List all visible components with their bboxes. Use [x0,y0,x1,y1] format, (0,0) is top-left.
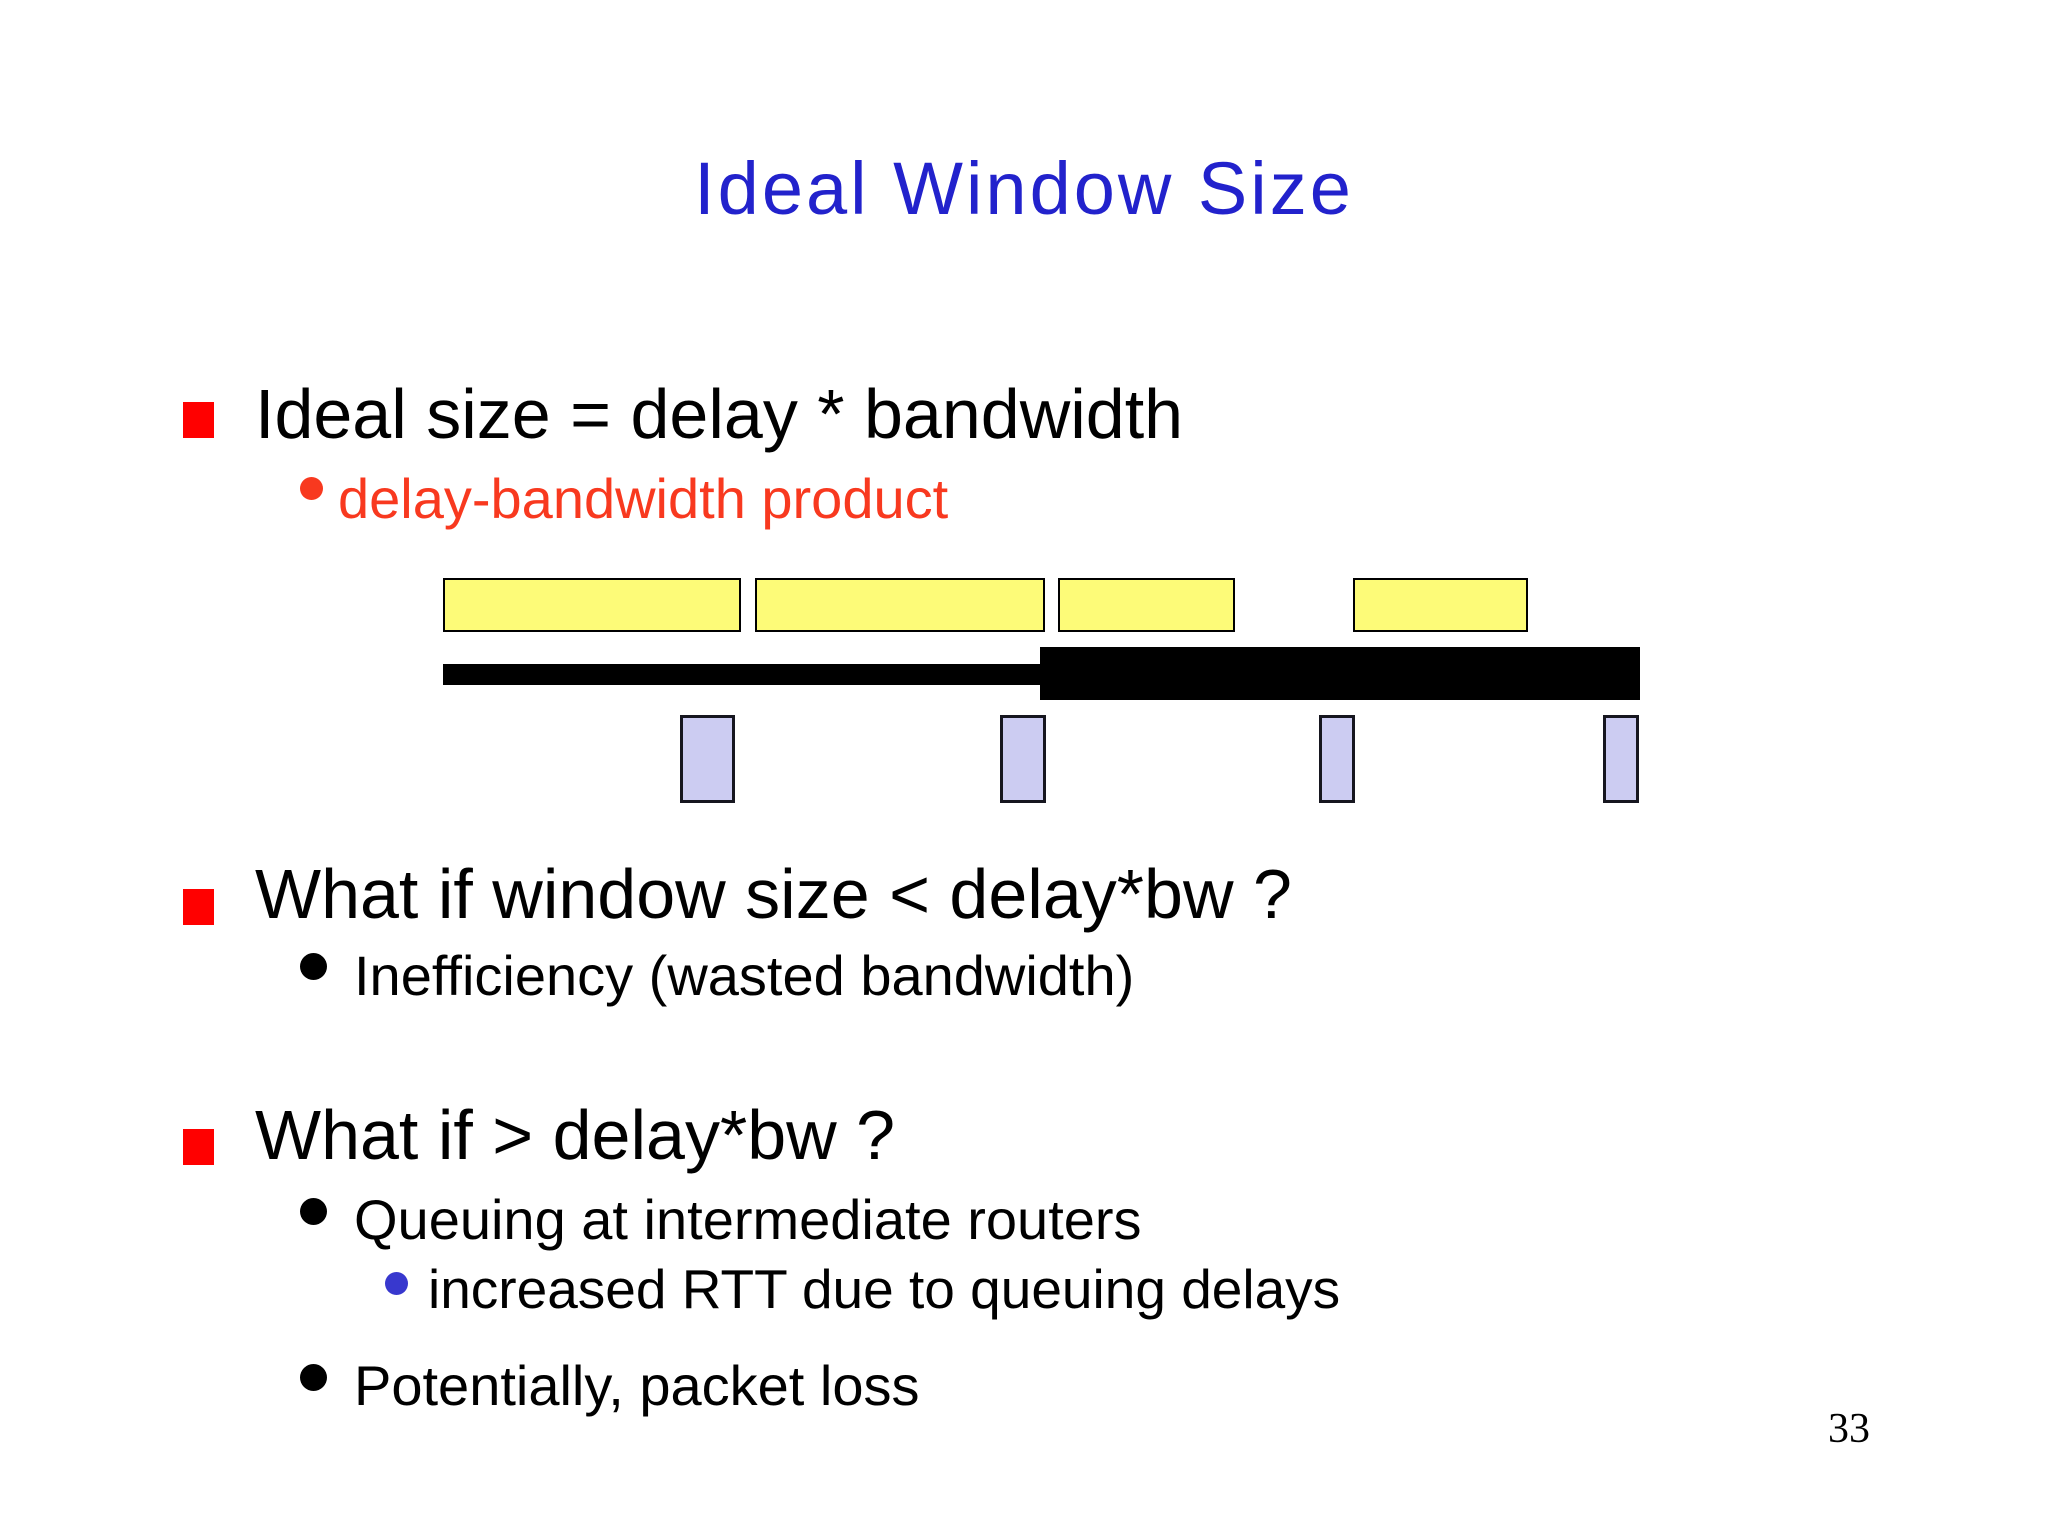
bullet-square-icon [183,889,214,925]
sub-bullet-dot-icon [300,1364,327,1391]
slide-title: Ideal Window Size [694,147,1354,230]
packet-rect [1353,578,1528,632]
page-number: 33 [1828,1406,1870,1452]
bullet-2-sub-text: Inefficiency (wasted bandwidth) [354,944,1135,1007]
bullet-1-text: Ideal size = delay * bandwidth [255,375,1184,453]
link-bar [443,664,1043,685]
packet-rect [755,578,1045,632]
bullet-2-text: What if window size < delay*bw ? [255,855,1292,933]
ack-rect [1319,715,1355,803]
ack-rect [1603,715,1639,803]
sub-bullet-dot-icon [300,1198,327,1225]
bullet-3-sub1-text: Queuing at intermediate routers [354,1188,1142,1251]
bullet-square-icon [183,1129,214,1165]
link-bar [1040,647,1640,700]
bullet-square-icon [183,402,214,438]
sub-bullet-dot-icon [300,953,327,980]
bullet-1-sub-text: delay-bandwidth product [338,467,949,530]
ack-rect [680,715,735,803]
bullet-3-sub1-sub-text: increased RTT due to queuing delays [428,1258,1341,1320]
sub-sub-bullet-dot-icon [385,1272,408,1295]
ack-rect [1000,715,1046,803]
sub-bullet-dot-icon [300,477,323,500]
bullet-3-sub2-text: Potentially, packet loss [354,1354,920,1417]
bullet-3-text: What if > delay*bw ? [255,1096,896,1174]
packet-rect [1058,578,1235,632]
packet-rect [443,578,741,632]
